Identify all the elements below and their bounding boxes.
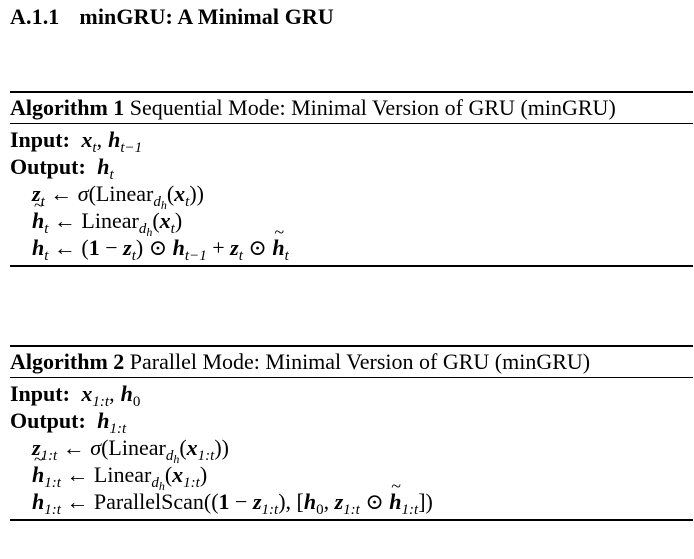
algorithm-input-line: Input: xt,ht−1 bbox=[10, 127, 143, 156]
algorithm-output-line: Output: h1:t bbox=[10, 408, 127, 437]
algorithm-top-rule bbox=[10, 91, 693, 93]
algorithm-1-block: Algorithm 1 Sequential Mode: Minimal Ver… bbox=[10, 91, 693, 267]
algorithm-step-update-gate: zt ← σ(Lineardh(xt)) bbox=[32, 181, 204, 212]
algorithm-body: Input: xt,ht−1 Output: ht zt ← σ(Lineard… bbox=[10, 124, 693, 265]
algorithm-step-hidden-state: h1:t ← ParallelScan((1 − z1:t), [h0, z1:… bbox=[10, 473, 693, 518]
algorithm-body: Input: x1:t,h0 Output: h1:t z1:t ← σ(Lin… bbox=[10, 378, 693, 519]
output-keyword: Output: bbox=[10, 154, 86, 179]
algorithm-step-candidate: h1:t ← Lineardh(x1:t) bbox=[10, 446, 693, 492]
algorithm-label: Algorithm 1 bbox=[10, 95, 125, 120]
algorithm-caption-rule bbox=[10, 123, 693, 124]
algorithm-step-update-gate: z1:t ← σ(Lineardh(x1:t)) bbox=[32, 435, 229, 466]
algorithm-bottom-rule bbox=[10, 265, 693, 267]
algorithm-step-hidden-state: ht ← (1 − zt) ⊙ ht−1 + zt ⊙ ht bbox=[10, 219, 693, 264]
section-number: A.1.1 bbox=[10, 4, 60, 29]
algorithm-output-line: Output: ht bbox=[10, 154, 114, 183]
algorithm-title: Parallel Mode: Minimal Version of GRU (m… bbox=[129, 349, 591, 374]
algorithm-caption-rule bbox=[10, 377, 693, 378]
section-title: minGRU: A Minimal GRU bbox=[79, 4, 334, 29]
algorithm-caption: Algorithm 2 Parallel Mode: Minimal Versi… bbox=[10, 347, 693, 377]
algorithm-step-candidate: ht ← Lineardh(xt) bbox=[10, 192, 693, 238]
algorithm-2-block: Algorithm 2 Parallel Mode: Minimal Versi… bbox=[10, 345, 693, 521]
algorithm-bottom-rule bbox=[10, 519, 693, 521]
algorithm-top-rule bbox=[10, 345, 693, 347]
algorithm-caption: Algorithm 1 Sequential Mode: Minimal Ver… bbox=[10, 93, 693, 123]
input-keyword: Input: bbox=[10, 381, 70, 406]
output-keyword: Output: bbox=[10, 408, 86, 433]
algorithm-title: Sequential Mode: Minimal Version of GRU … bbox=[129, 95, 616, 120]
input-keyword: Input: bbox=[10, 127, 70, 152]
algorithm-input-line: Input: x1:t,h0 bbox=[10, 381, 141, 410]
algorithm-label: Algorithm 2 bbox=[10, 349, 125, 374]
section-heading: A.1.1 minGRU: A Minimal GRU bbox=[10, 4, 334, 30]
